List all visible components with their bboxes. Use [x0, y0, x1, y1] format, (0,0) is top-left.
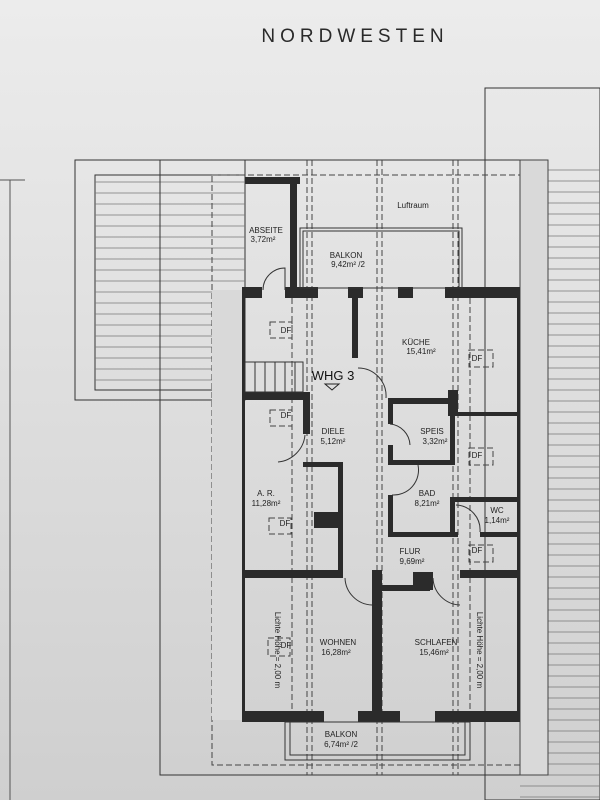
svg-text:WC: WC: [490, 506, 504, 515]
entrance-marker: [323, 383, 341, 391]
svg-text:DF: DF: [472, 546, 483, 555]
svg-text:8,21m²: 8,21m²: [415, 499, 440, 508]
orientation-label: NORDWESTEN: [261, 26, 448, 47]
svg-text:DF: DF: [281, 411, 292, 420]
svg-text:A. R.: A. R.: [257, 489, 275, 498]
svg-text:FLUR: FLUR: [400, 547, 421, 556]
svg-text:6,74m² /2: 6,74m² /2: [324, 740, 358, 749]
room-name: Luftraum: [397, 201, 429, 210]
svg-text:16,28m²: 16,28m²: [321, 648, 351, 657]
walls: [242, 177, 520, 722]
svg-text:DF: DF: [280, 519, 291, 528]
svg-text:SPEIS: SPEIS: [420, 427, 444, 436]
staircase: [244, 361, 304, 393]
svg-text:KÜCHE: KÜCHE: [402, 338, 430, 347]
svg-text:11,28m²: 11,28m²: [252, 499, 281, 508]
door-swings: [262, 267, 481, 606]
svg-text:9,42m² /2: 9,42m² /2: [331, 260, 365, 269]
svg-text:9,69m²: 9,69m²: [400, 557, 425, 566]
svg-text:BAD: BAD: [419, 489, 436, 498]
svg-text:5,12m²: 5,12m²: [321, 437, 346, 446]
svg-text:3,72m²: 3,72m²: [251, 235, 276, 244]
svg-text:15,41m²: 15,41m²: [406, 347, 436, 356]
svg-text:WOHNEN: WOHNEN: [320, 638, 357, 647]
svg-text:ABSEITE: ABSEITE: [249, 226, 283, 235]
svg-text:1,14m²: 1,14m²: [485, 516, 510, 525]
svg-text:DIELE: DIELE: [321, 427, 344, 436]
svg-text:SCHLAFEN: SCHLAFEN: [415, 638, 458, 647]
axis-lines: [291, 160, 471, 775]
svg-text:3,32m²: 3,32m²: [423, 437, 448, 446]
svg-text:DF: DF: [472, 451, 483, 460]
svg-text:15,46m²: 15,46m²: [419, 648, 449, 657]
svg-text:DF: DF: [472, 354, 483, 363]
svg-text:DF: DF: [281, 326, 292, 335]
ceiling-height-note-right: Lichte Höhe = 2,00 m: [475, 612, 484, 689]
skylights: DF DF DF DF DF DF DF: [267, 321, 494, 657]
svg-text:DF: DF: [281, 641, 292, 650]
unit-label: WHG 3: [312, 368, 355, 383]
ceiling-height-note-left: Lichte Höhe = 2,00 m: [273, 612, 282, 689]
svg-text:BALKON: BALKON: [330, 251, 363, 260]
svg-text:BALKON: BALKON: [325, 730, 358, 739]
